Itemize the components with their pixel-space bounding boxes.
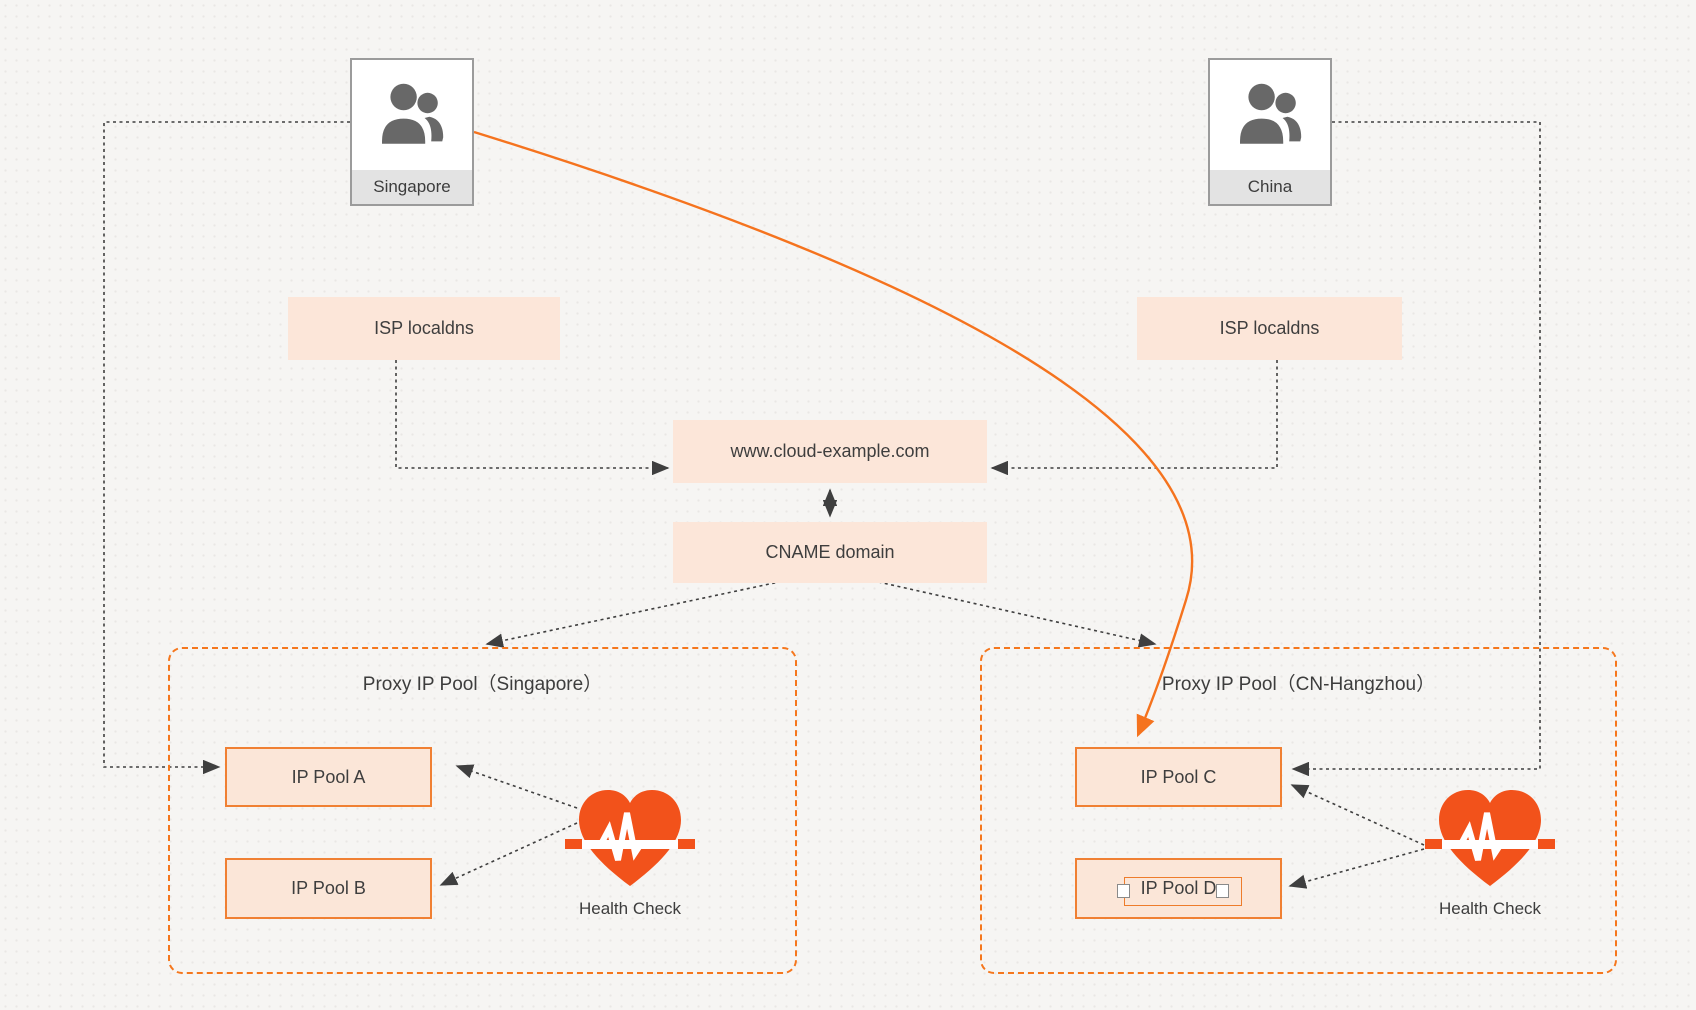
user-node-singapore: Singapore [350,58,474,206]
health-check-label-left: Health Check [578,899,682,918]
pool-container-singapore: Proxy IP Pool（Singapore） [168,647,797,974]
isp-localdns-node-right: ISP localdns [1137,297,1402,360]
ip-pool-d-label: IP Pool D [1140,878,1217,898]
health-check-heart-icon [1425,783,1555,893]
user-label-china: China [1210,170,1330,204]
ip-pool-a-label: IP Pool A [291,766,366,787]
connector-health-check-left-to-ip-pool-b [439,822,578,886]
connector-cname-to-pool-singapore [485,568,828,648]
ip-pool-b-box: IP Pool B [225,858,432,919]
ip-pool-d-box: IP Pool D [1075,858,1282,919]
heart-pulse-glyph [1425,790,1555,886]
connector-cname-to-pool-hangzhou [832,568,1157,648]
connector-health-check-left-to-ip-pool-a [455,764,578,809]
pool-container-hangzhou: Proxy IP Pool（CN-Hangzhou） [980,647,1617,974]
connector-isp-right-to-domain [990,360,1278,476]
connector-singapore-user-routed-to-ip-pool-c-curve [473,130,1194,738]
ip-pool-d-selection-handle-left[interactable] [1117,884,1130,898]
ip-pool-a-box: IP Pool A [225,747,432,807]
isp-localdns-node-left: ISP localdns [288,297,560,360]
connector-singapore-user-to-ip-pool-a [103,121,350,775]
pool-title-singapore: Proxy IP Pool（Singapore） [362,674,603,695]
users-icon [352,60,472,170]
pool-title-hangzhou: Proxy IP Pool（CN-Hangzhou） [1161,674,1436,695]
heart-pulse-glyph [565,790,695,886]
health-check-label-right: Health Check [1438,899,1542,918]
health-check-heart-icon [565,783,695,893]
domain-node: www.cloud-example.com [673,420,987,483]
users-icon-glyph [1240,83,1302,144]
connector-isp-left-to-domain [395,360,670,476]
ip-pool-d-selection-handle-right[interactable] [1216,884,1229,898]
users-icon-glyph [382,83,444,144]
ip-pool-c-box: IP Pool C [1075,747,1282,807]
user-label-singapore: Singapore [352,170,472,204]
ip-pool-c-label: IP Pool C [1140,766,1217,787]
users-icon [1210,60,1330,170]
user-node-china: China [1208,58,1332,206]
connector-health-check-right-to-ip-pool-c [1290,784,1425,846]
connector-china-user-to-ip-pool-c [1291,121,1541,777]
ip-pool-b-label: IP Pool B [291,878,366,898]
cname-node: CNAME domain [673,522,987,583]
